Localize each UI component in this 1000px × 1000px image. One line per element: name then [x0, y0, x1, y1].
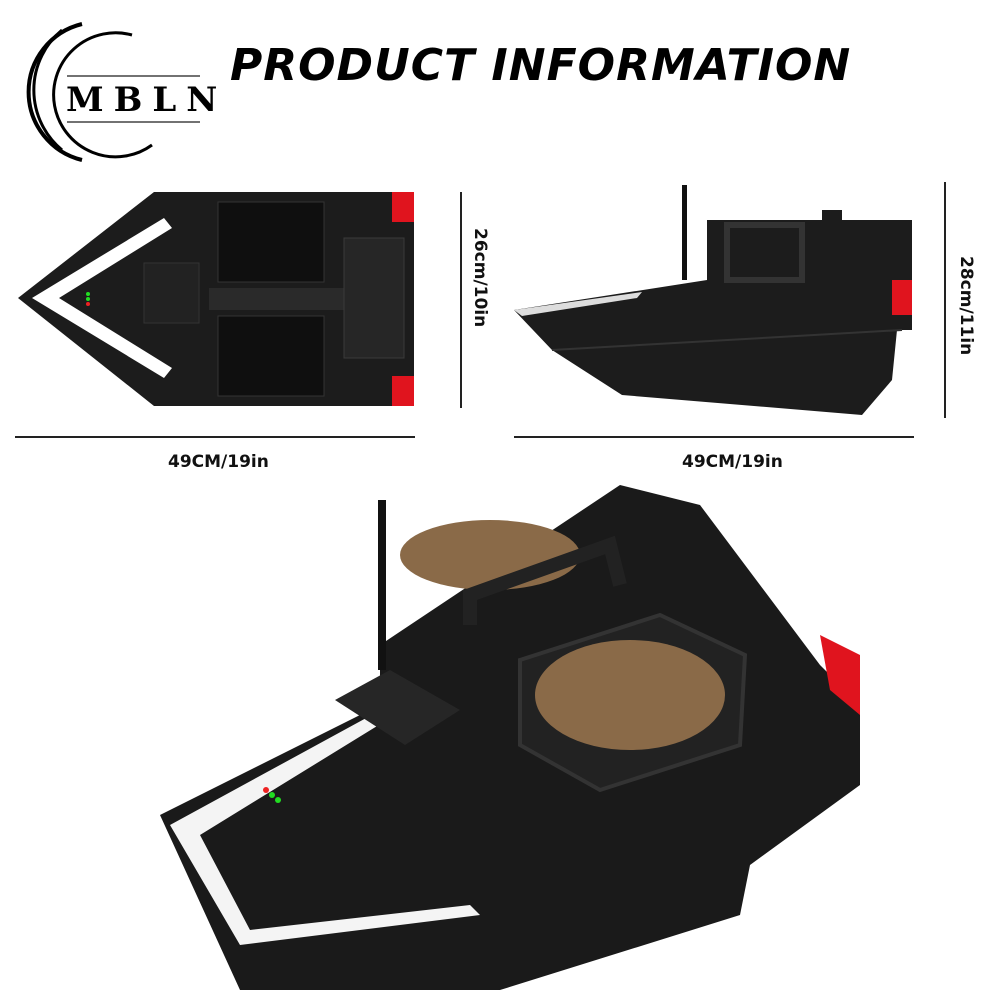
page-title: PRODUCT INFORMATION [230, 40, 852, 91]
side-view-width-label: 49CM/19in [682, 452, 783, 472]
top-view-width-label: 49CM/19in [168, 452, 269, 472]
boat-top-view [14, 188, 419, 410]
top-view-height-label: 26cm/10in [470, 228, 490, 328]
side-view-height-label: 28cm/11in [956, 256, 976, 356]
logo-text: MBLN [66, 80, 228, 120]
brand-logo: MBLN [22, 10, 217, 170]
dimension-line [944, 182, 946, 418]
boat-side-view [512, 180, 917, 420]
dimension-line [514, 436, 914, 438]
dimension-line [460, 192, 462, 408]
boat-perspective-view [140, 485, 900, 995]
dimension-line [15, 436, 415, 438]
